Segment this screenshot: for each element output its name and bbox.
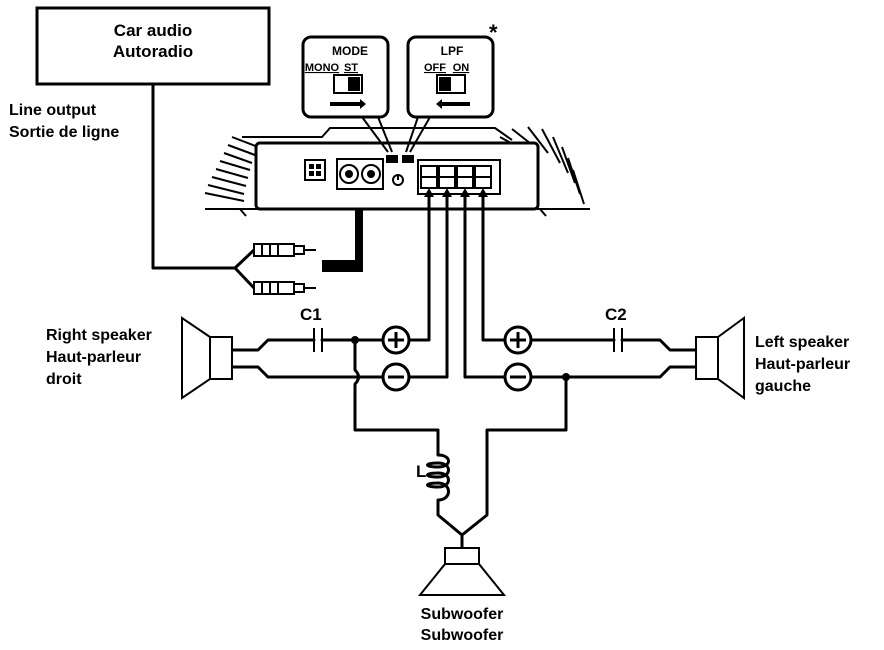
rca-plug-upper — [253, 243, 316, 257]
plus-icon-left — [503, 325, 533, 355]
terminal-arrows — [424, 188, 488, 197]
line-output-label: Line output — [9, 102, 97, 119]
mode-mono-label: MONO — [305, 62, 340, 74]
rca-plug-lower — [253, 281, 316, 295]
lpf-direction-arrow — [436, 99, 470, 109]
mode-switch-slider — [348, 77, 360, 91]
capacitor-c1-label: C1 — [300, 305, 322, 324]
subwoofer-icon — [417, 547, 507, 596]
left-speaker-icon — [695, 316, 745, 400]
asterisk-note: * — [489, 20, 498, 45]
minus-icon-left — [503, 362, 533, 392]
speaker-terminals — [417, 159, 501, 195]
subwoofer-label: Subwoofer — [421, 606, 504, 623]
left-speaker-label-fr-2: gauche — [755, 378, 811, 395]
inductor-coil — [426, 453, 450, 502]
mode-title: MODE — [332, 44, 368, 58]
inductor-label: L — [416, 462, 426, 481]
subwoofer-label-fr: Subwoofer — [421, 627, 504, 644]
mode-direction-arrow — [330, 99, 366, 109]
capacitor-c1 — [313, 328, 323, 352]
remote-connector — [304, 159, 326, 181]
lpf-off-label: OFF — [424, 62, 446, 74]
car-audio-label: Car audio — [114, 21, 192, 40]
right-speaker-label-fr: Haut-parleur — [46, 349, 141, 366]
left-speaker-label: Left speaker — [755, 334, 849, 351]
right-speaker-icon — [181, 316, 233, 400]
junction-dot-right — [351, 336, 359, 344]
line-output-label-fr: Sortie de ligne — [9, 124, 119, 141]
lpf-switch-small — [402, 155, 414, 163]
line-output-cable — [151, 82, 256, 290]
capacitor-c2-label: C2 — [605, 305, 627, 324]
autoradio-label: Autoradio — [113, 42, 193, 61]
lpf-on-label: ON — [453, 62, 470, 74]
mode-switch-small — [386, 155, 398, 163]
capacitor-c2 — [613, 328, 623, 352]
speaker-wires — [230, 195, 698, 550]
right-speaker-label: Right speaker — [46, 327, 152, 344]
mode-st-label: ST — [344, 62, 358, 74]
heat-sink-left — [204, 136, 259, 202]
minus-icon-right — [381, 362, 411, 392]
level-knob — [392, 174, 404, 186]
lpf-title: LPF — [441, 44, 464, 58]
mode-switch-callout: MODE MONO ST — [301, 35, 393, 153]
plus-icon-right — [381, 325, 411, 355]
lpf-switch-callout: LPF OFF ON — [405, 35, 495, 153]
junction-dot-left — [562, 373, 570, 381]
left-speaker-label-fr: Haut-parleur — [755, 356, 850, 373]
input-jacks — [336, 158, 384, 190]
right-speaker-label-fr-2: droit — [46, 371, 82, 388]
amplifier — [204, 126, 590, 217]
lpf-switch-slider — [439, 77, 451, 91]
car-audio-unit: Car audio Autoradio — [35, 6, 271, 86]
